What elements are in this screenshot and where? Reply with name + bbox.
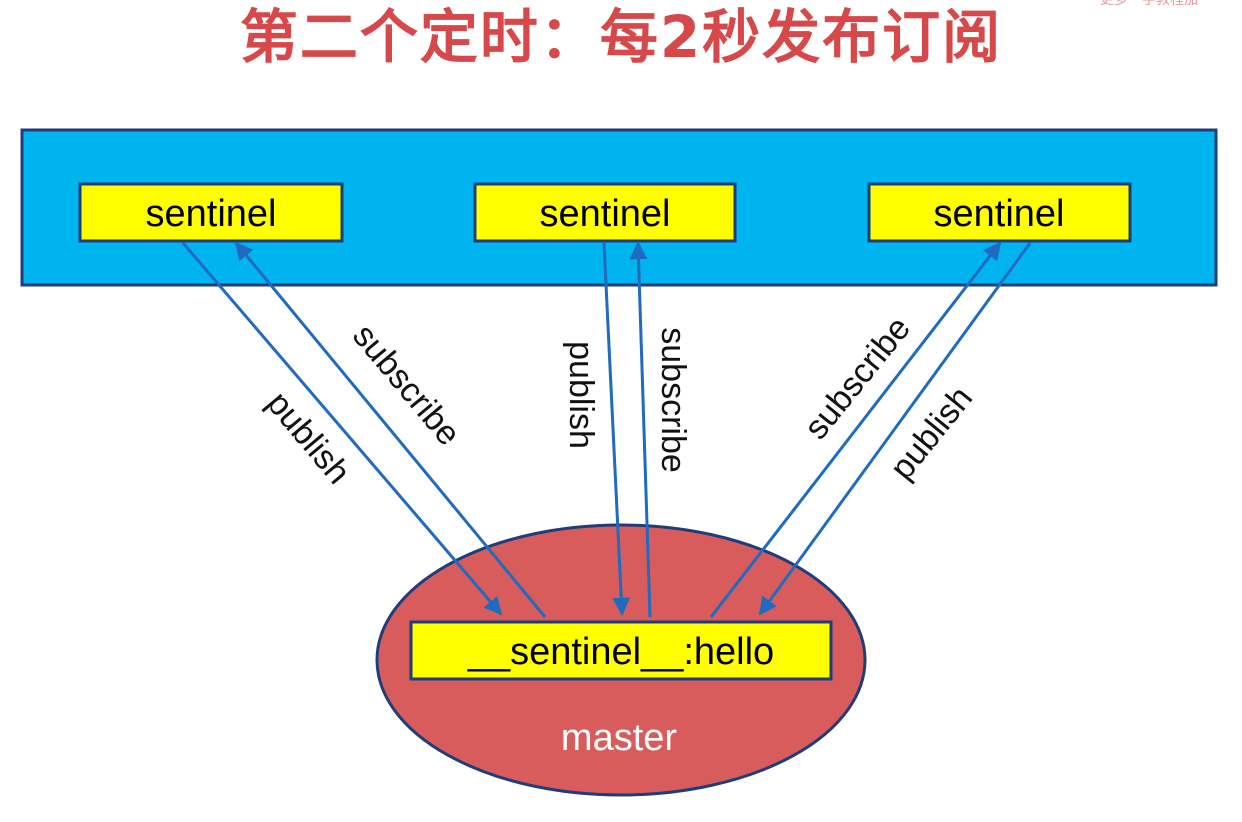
right-publish-label: publish: [883, 379, 980, 487]
middle-publish-arrow: [602, 242, 631, 616]
middle-publish-label: publish: [562, 341, 600, 449]
sentinel-node-1: sentinel: [78, 182, 344, 243]
channel-box: [409, 620, 833, 681]
sentinel-label: sentinel: [540, 193, 671, 235]
sentinel-box: [867, 182, 1132, 243]
sentinel-node-2: sentinel: [473, 182, 737, 243]
middle-subscribe-label: subscribe: [654, 327, 692, 473]
channel-label: __sentinel__:hello: [467, 631, 774, 673]
sentinel-box: [473, 182, 737, 243]
left-publish-label: publish: [259, 384, 357, 491]
right-subscribe-arrow: [709, 241, 1002, 618]
watermark-text: 更多一手教程加: [1100, 0, 1198, 8]
right-publish-arrow: [758, 242, 1032, 616]
sentinel-node-3: sentinel: [867, 182, 1132, 243]
left-subscribe-arrow: [234, 241, 547, 618]
left-subscribe-label: subscribe: [345, 317, 468, 453]
page-title: 第二个定时：每2秒发布订阅: [239, 3, 1003, 71]
master-label: master: [561, 717, 677, 759]
middle-subscribe-arrow: [629, 241, 652, 618]
sentinel-label: sentinel: [146, 193, 277, 235]
sentinel-label: sentinel: [934, 193, 1065, 235]
sentinel-box: [78, 182, 344, 243]
left-publish-arrow: [181, 242, 503, 616]
